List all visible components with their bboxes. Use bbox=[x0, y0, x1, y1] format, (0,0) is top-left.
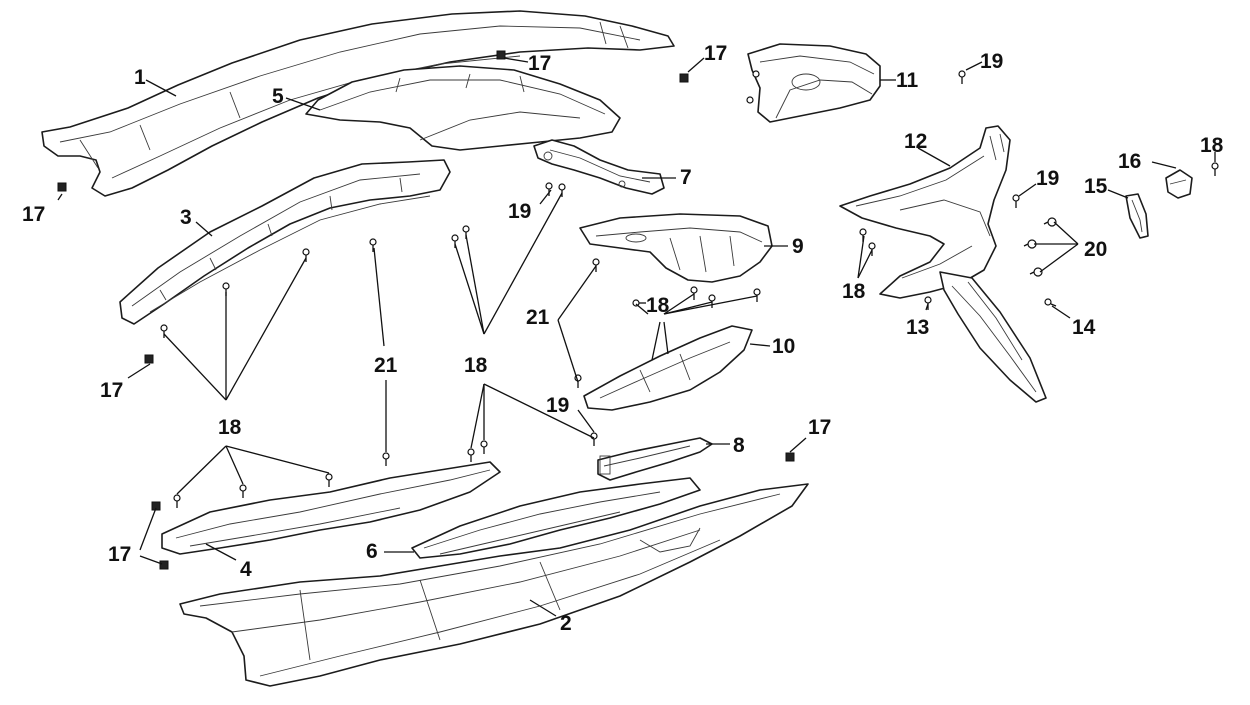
callout-13: 13 bbox=[906, 316, 929, 339]
screw bbox=[480, 440, 488, 454]
screw bbox=[451, 234, 459, 248]
screw bbox=[325, 473, 333, 487]
clip-nut bbox=[57, 182, 67, 192]
callout-18-e: 18 bbox=[218, 416, 242, 439]
callout-9: 9 bbox=[792, 235, 804, 258]
bolt bbox=[1029, 267, 1043, 277]
part-8-small-bracket bbox=[597, 437, 713, 481]
part-7-bracket bbox=[533, 139, 665, 195]
part-4-lower-trim-strip bbox=[161, 461, 501, 555]
screw bbox=[558, 183, 566, 197]
callout-1: 1 bbox=[134, 66, 146, 89]
callout-18-d: 18 bbox=[464, 354, 488, 377]
callout-17-e: 17 bbox=[108, 543, 131, 566]
callout-3: 3 bbox=[180, 206, 192, 229]
callout-15: 15 bbox=[1084, 175, 1108, 198]
part-13-rear-mudguard bbox=[939, 271, 1047, 403]
part-5-upper-side-panel bbox=[305, 65, 621, 151]
callout-17-d: 17 bbox=[100, 379, 123, 402]
clip-nut bbox=[159, 560, 169, 570]
screw bbox=[592, 258, 600, 272]
callouts: 1 2 3 4 5 6 7 8 9 10 11 12 13 14 15 16 1… bbox=[22, 42, 1224, 635]
callout-4: 4 bbox=[240, 558, 252, 581]
bolt bbox=[1043, 217, 1057, 227]
clip-nut bbox=[151, 501, 161, 511]
part-9-under-seat-bracket bbox=[579, 213, 773, 283]
callout-19-b: 19 bbox=[508, 200, 531, 223]
callout-14: 14 bbox=[1072, 316, 1096, 339]
part-1-upper-side-rail bbox=[41, 10, 675, 197]
callout-10: 10 bbox=[772, 335, 795, 358]
part-3-middle-side-rail bbox=[119, 159, 451, 325]
screw bbox=[239, 484, 247, 498]
screw bbox=[746, 96, 754, 104]
part-12-rear-tail-cover bbox=[839, 125, 1011, 299]
callout-18-c: 18 bbox=[646, 294, 670, 317]
clip-nut bbox=[679, 73, 689, 83]
clip-nut bbox=[144, 354, 154, 364]
screw bbox=[545, 182, 553, 196]
screw bbox=[590, 432, 598, 446]
screw bbox=[467, 448, 475, 462]
callout-18-b: 18 bbox=[842, 280, 866, 303]
callout-19-c: 19 bbox=[1036, 167, 1059, 190]
screw bbox=[632, 299, 646, 307]
screw bbox=[382, 452, 390, 466]
screw bbox=[369, 238, 377, 252]
callout-7: 7 bbox=[680, 166, 692, 189]
leader-lines bbox=[57, 57, 1216, 617]
screw bbox=[1044, 298, 1057, 307]
callout-19-a: 19 bbox=[980, 50, 1003, 73]
callout-17-b: 17 bbox=[704, 42, 727, 65]
screw bbox=[924, 296, 932, 310]
callout-19-d: 19 bbox=[546, 394, 569, 417]
callout-8: 8 bbox=[733, 434, 745, 457]
callout-17-f: 17 bbox=[808, 416, 831, 439]
part-11-rear-top-cover bbox=[747, 43, 881, 123]
callout-17-c: 17 bbox=[22, 203, 45, 226]
callout-17-a: 17 bbox=[528, 52, 551, 75]
screw bbox=[1012, 194, 1020, 208]
callout-6: 6 bbox=[366, 540, 378, 563]
callout-12: 12 bbox=[904, 130, 927, 153]
part-16-cap bbox=[1165, 169, 1193, 199]
part-10-lower-side-panel bbox=[583, 325, 753, 411]
screw bbox=[958, 70, 966, 84]
screw bbox=[302, 248, 310, 262]
clip-nut bbox=[785, 452, 795, 462]
screw bbox=[690, 286, 698, 300]
callout-21-b: 21 bbox=[374, 354, 398, 377]
clip-nut bbox=[496, 50, 506, 60]
callout-2: 2 bbox=[560, 612, 572, 635]
callout-18-a: 18 bbox=[1200, 134, 1224, 157]
screw bbox=[160, 324, 168, 338]
callout-5: 5 bbox=[272, 85, 284, 108]
screw bbox=[753, 288, 761, 302]
screw bbox=[708, 294, 716, 308]
callout-16: 16 bbox=[1118, 150, 1141, 173]
screw bbox=[173, 494, 181, 508]
screw bbox=[1211, 162, 1219, 176]
part-6-inner-trim-strip bbox=[411, 477, 701, 559]
callout-11: 11 bbox=[896, 69, 919, 92]
callout-21-a: 21 bbox=[526, 306, 550, 329]
screw bbox=[752, 70, 760, 78]
part-15-reflector bbox=[1125, 193, 1149, 239]
part-2-main-body-cover bbox=[179, 483, 809, 687]
callout-20: 20 bbox=[1084, 238, 1107, 261]
